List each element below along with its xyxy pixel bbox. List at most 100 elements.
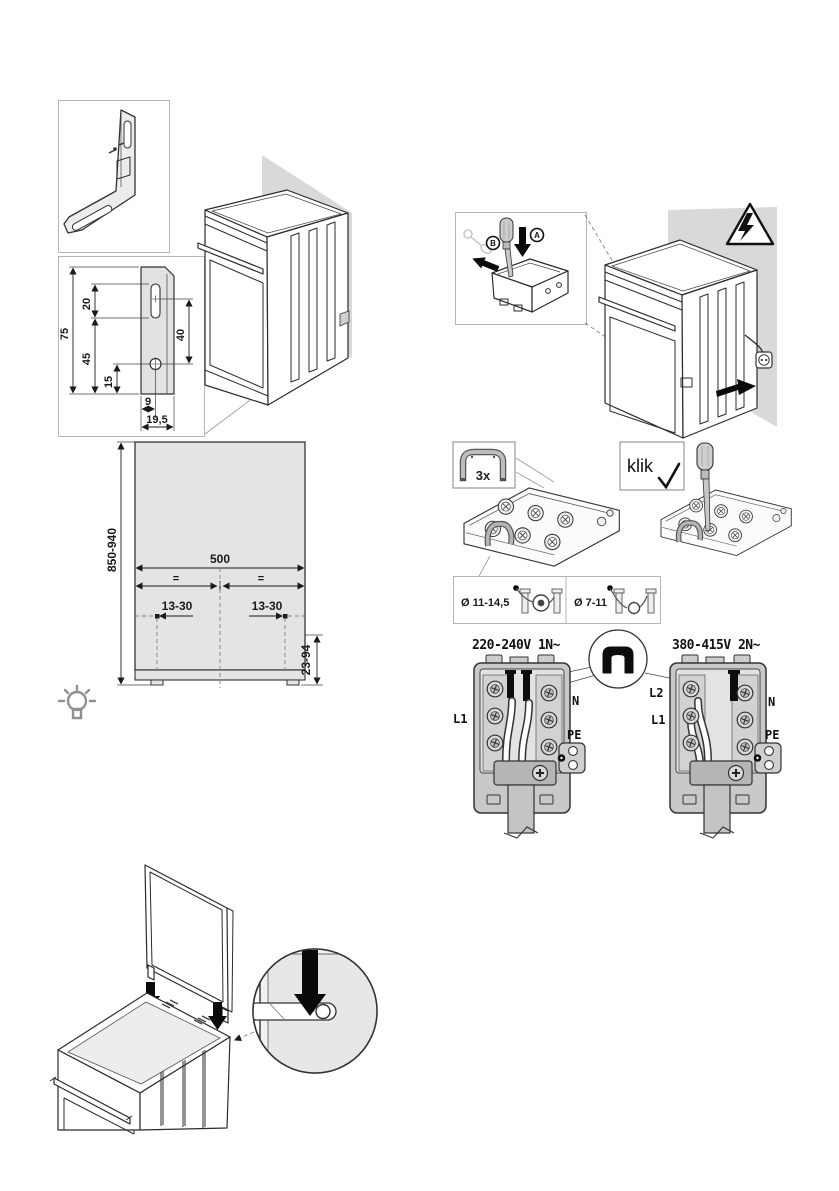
lid-hinge-pin-left <box>147 964 155 981</box>
side-vents <box>290 221 336 383</box>
bracket-dimension-figure: 75 20 45 15 40 9 19,5 <box>59 266 193 431</box>
cooker-top-iso <box>49 992 231 1135</box>
wiring-svg: 220-240V 1N~ 380-415V 2N~ <box>453 629 782 839</box>
cooker-iso <box>197 189 349 406</box>
glass-lid <box>144 864 234 1024</box>
junction-box <box>491 258 569 313</box>
dim-label-15: 15 <box>103 376 115 388</box>
foot-left <box>150 679 164 686</box>
installed-bridge-clip-2 <box>675 520 704 543</box>
cable-gland-svg: Ø 11-14,5 Ø 7-11 <box>461 577 657 623</box>
klik-label: klik <box>627 456 654 476</box>
bridge-install-figure: 3x <box>450 438 646 580</box>
cooker-iso-right <box>598 239 758 439</box>
wiring-diagrams: 220-240V 1N~ 380-415V 2N~ <box>450 615 839 860</box>
wiring-single-phase-diagram: L1 N PE <box>453 654 586 839</box>
terminal-label-n-2: N <box>768 695 775 709</box>
terminal-block-figure-2 <box>661 490 791 556</box>
side-vents-right <box>699 281 745 425</box>
press-arrow <box>294 950 326 1016</box>
hinge-slots <box>161 999 211 1025</box>
side-panel-lines <box>160 1050 206 1128</box>
anti-tip-bracket-figure <box>63 109 136 234</box>
klik-confirm-box <box>619 441 685 491</box>
bridge-bar-2 <box>523 671 530 701</box>
dim-label-500: 500 <box>210 552 230 566</box>
supply-cable-2 <box>703 784 731 834</box>
bridge-count-label: 3x <box>476 468 491 483</box>
bridge-bar-1 <box>507 671 514 698</box>
bridge-clip-large-icon <box>602 646 634 674</box>
oven-handle <box>53 1077 131 1125</box>
pe-tab-2 <box>753 742 782 774</box>
terminal-label-l1-2: L1 <box>651 713 665 727</box>
terminal-label-pe: PE <box>567 728 581 742</box>
lid-mounting-svg <box>49 864 378 1135</box>
terminal-block-figure <box>464 488 619 566</box>
dim-label-9: 9 <box>145 396 151 408</box>
pe-tab <box>557 742 586 774</box>
wiring-two-title: 380-415V 2N~ <box>672 638 761 653</box>
rear-dimension-figure: 850-940 500 = = 13-30 13-30 23-94 <box>105 438 340 690</box>
wall-socket <box>755 351 773 369</box>
plug-in-arrow <box>716 379 756 397</box>
cooker-plug-wall-svg <box>584 202 777 439</box>
cable-gland-small-label: Ø 7-11 <box>574 597 607 609</box>
hinge-detail-inset <box>252 948 378 1074</box>
bracket-cutout <box>116 156 131 180</box>
dim-label-40: 40 <box>175 329 187 341</box>
bracket-body <box>63 109 136 234</box>
door-handle-right <box>598 296 676 332</box>
dim-label-45: 45 <box>81 353 93 365</box>
tip-hint <box>56 684 98 730</box>
screwdriver-icon <box>499 217 514 278</box>
wiring-two-phase-diagram: L2 L1 N PE <box>649 654 782 839</box>
dim-label-23-94: 23-94 <box>299 644 313 675</box>
klik-figure: klik <box>613 438 839 580</box>
cable-clamp-large-icon <box>513 585 563 614</box>
foot-right <box>286 679 300 686</box>
terminal-label-pe-2: PE <box>765 728 779 742</box>
cooker-bracket-wall-svg <box>197 155 352 435</box>
cooker-bracket-wall-figure <box>175 148 390 435</box>
bracket-arm-slot <box>71 204 113 231</box>
wiring-single-title: 220-240V 1N~ <box>472 638 561 653</box>
anti-tip-bracket-box <box>58 100 170 253</box>
door-handle <box>197 242 264 275</box>
dim-label-13-30-right: 13-30 <box>252 599 283 613</box>
bridge-bar-3 <box>730 671 738 701</box>
wall-bracket-mounted <box>339 310 350 327</box>
step-a-label: A <box>534 231 540 240</box>
dim-label-19-5: 19,5 <box>146 414 167 426</box>
junction-box-location <box>680 377 693 388</box>
installed-bridge-clip <box>484 520 515 547</box>
arrow-b-left <box>472 257 500 272</box>
checkmark-icon <box>657 462 681 490</box>
warning-electricity-icon <box>725 202 775 246</box>
step-b-label: B <box>490 239 496 248</box>
tip-lightbulb-icon <box>57 684 97 720</box>
bracket-top-slot <box>123 120 132 149</box>
dim-label-75: 75 <box>59 328 71 340</box>
screwdriver-icon-2 <box>696 442 714 532</box>
klik-svg: klik <box>619 441 839 580</box>
terminal-label-l1: L1 <box>453 712 467 726</box>
arrow-a-down <box>514 227 531 257</box>
dim-label-850-940: 850-940 <box>105 528 119 572</box>
cover-removal-inset: A B <box>455 212 587 325</box>
equal-mark-left: = <box>173 573 179 585</box>
dim-label-13-30-left: 13-30 <box>162 599 193 613</box>
terminal-label-l2: L2 <box>649 686 663 700</box>
rear-dimension-svg: 850-940 500 = = 13-30 13-30 23-94 <box>105 441 323 688</box>
terminal-label-n: N <box>572 694 579 708</box>
cable-clamp-small-icon <box>607 585 657 615</box>
bracket-dimensions-box: 75 20 45 15 40 9 19,5 <box>58 256 205 437</box>
bridge-clip-icon <box>459 448 507 482</box>
supply-cable <box>507 784 535 834</box>
equal-mark-right: = <box>258 573 264 585</box>
cooker-plug-wall-figure <box>584 195 839 445</box>
dim-label-20: 20 <box>81 298 93 310</box>
cable-gland-box: Ø 11-14,5 Ø 7-11 <box>453 576 661 624</box>
bridge-clip-inset <box>588 629 648 689</box>
